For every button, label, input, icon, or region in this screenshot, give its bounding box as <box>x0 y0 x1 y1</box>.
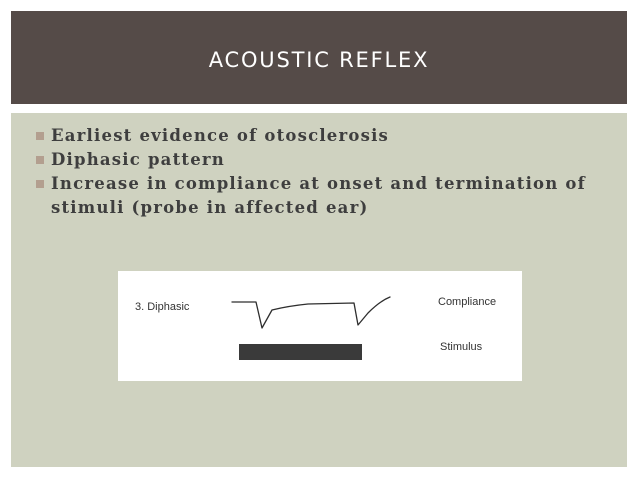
pattern-label: 3. Diphasic <box>135 301 190 313</box>
bullet-text: Increase in compliance at onset and term… <box>51 174 586 217</box>
slide-title: ACOUSTIC REFLEX <box>208 47 430 72</box>
bullet-square-icon <box>36 180 44 188</box>
bullet-square-icon <box>36 132 44 140</box>
compliance-trace-graphic <box>231 296 391 329</box>
diphasic-reflex-figure: 3. Diphasic Compliance Stimulus <box>118 271 522 381</box>
bullet-item: Earliest evidence of otosclerosis <box>36 124 596 148</box>
bullet-item: Increase in compliance at onset and term… <box>36 172 596 220</box>
compliance-trace-line <box>231 296 391 329</box>
bullet-text: Diphasic pattern <box>51 150 226 169</box>
bullet-item: Diphasic pattern <box>36 148 596 172</box>
content-panel: Earliest evidence of otosclerosis Diphas… <box>11 113 627 467</box>
compliance-label: Compliance <box>438 296 497 308</box>
stimulus-bar <box>239 344 362 360</box>
bullet-square-icon <box>36 156 44 164</box>
stimulus-label: Stimulus <box>440 341 483 353</box>
bullet-text: Earliest evidence of otosclerosis <box>51 126 390 145</box>
title-bar: ACOUSTIC REFLEX <box>11 11 627 104</box>
bullet-list: Earliest evidence of otosclerosis Diphas… <box>36 124 596 220</box>
